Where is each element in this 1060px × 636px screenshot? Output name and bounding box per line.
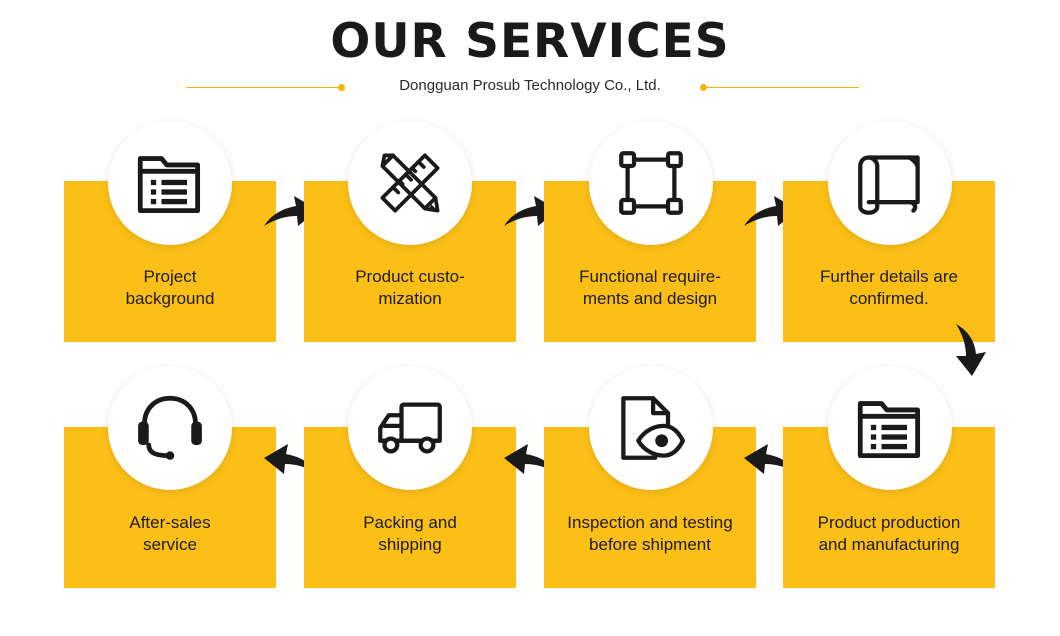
step-label: Packing and shipping [363, 513, 457, 554]
step-label: Further details are confirmed. [820, 267, 958, 308]
company-name: Dongguan Prosub Technology Co., Ltd. [399, 77, 661, 94]
headset-icon [138, 395, 202, 460]
step-icon-circle [589, 121, 713, 245]
step-label: Functional require- ments and design [579, 267, 721, 308]
step-icon-circle [589, 366, 713, 490]
step-icon-circle [828, 121, 952, 245]
file-folder-list-icon [857, 401, 921, 459]
step-label: Project background [125, 267, 215, 308]
step-icon-circle [828, 366, 952, 490]
divider-right [704, 87, 859, 88]
step-icon-circle [108, 121, 232, 245]
blueprint-scroll-icon [858, 155, 920, 215]
step-label: Product production and manufacturing [817, 513, 961, 554]
step-label: Product custo- mization [355, 267, 465, 308]
document-eye-icon [621, 396, 685, 460]
step-label: After-sales service [129, 513, 211, 554]
delivery-truck-icon [378, 402, 442, 454]
divider-dot-left [338, 84, 345, 91]
divider-dot-right [700, 84, 707, 91]
arrow-down-icon [956, 324, 986, 376]
bounding-box-icon [619, 151, 683, 215]
step-icon-circle [348, 121, 472, 245]
step-label: Inspection and testing before shipment [567, 513, 733, 554]
step-icon-circle [108, 366, 232, 490]
divider-left [186, 87, 342, 88]
pencil-ruler-icon [380, 153, 440, 213]
file-folder-list-icon [137, 156, 201, 214]
page-title: OUR SERVICES [330, 14, 730, 69]
step-icon-circle [348, 366, 472, 490]
